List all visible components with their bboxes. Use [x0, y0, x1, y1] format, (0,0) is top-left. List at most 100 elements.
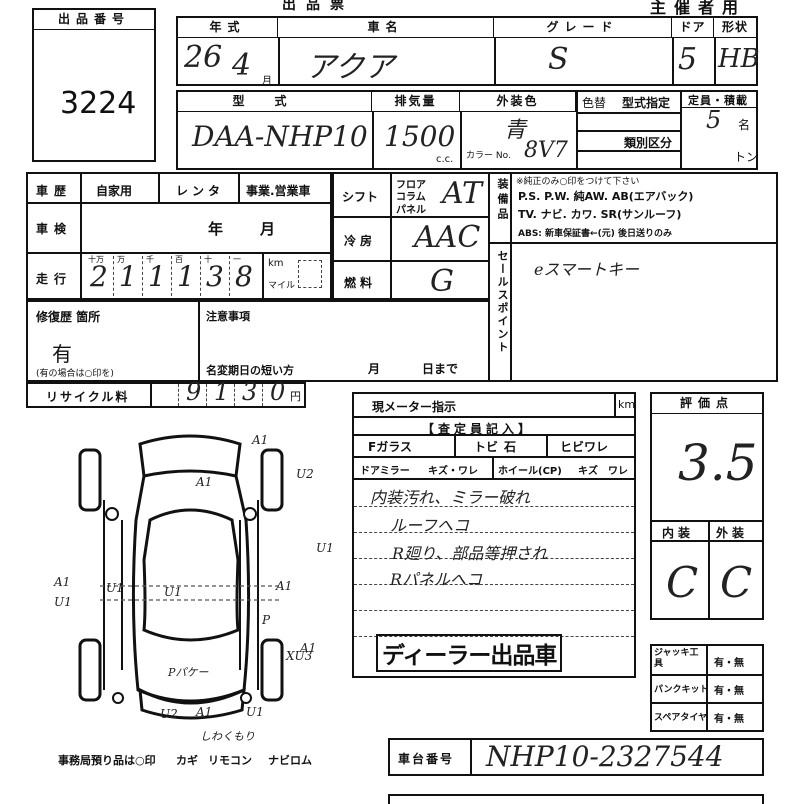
fuel-value: G — [430, 264, 454, 299]
recycle-digit: 1 — [214, 378, 230, 406]
grade-value: S — [548, 42, 569, 77]
caution-month-label: 月 — [368, 362, 381, 376]
inspector-block: 現メーター指示 km 【査定員記入】 Fガラス トビ 石 ヒビワレ ドアミラー … — [352, 392, 636, 678]
dealer-stamp: ディーラー出品車 — [376, 634, 563, 672]
shift-option-column: コラム — [396, 192, 426, 203]
recycle-digit: 3 — [242, 378, 258, 406]
rating-block: 評価点 3.5 内装 外装 C C — [650, 392, 764, 620]
chassis-block: 車台番号 NHP10-2327544 — [388, 738, 764, 776]
shift-value: AT — [442, 176, 483, 211]
model-value: DAA-NHP10 — [192, 120, 368, 153]
top-row: 年式 車名 グレード ドア 形状 26 4 月 アクア S 5 HB — [176, 16, 760, 87]
fglass-crack-label: ヒビワレ — [560, 440, 609, 454]
inspector-note-1: 内装汚れ、ミラー破れ — [370, 488, 531, 507]
category-label: 類別区分 — [624, 136, 673, 150]
body-outline — [131, 475, 251, 703]
mile-label: マイル — [268, 281, 296, 291]
displacement-label: 排気量 — [372, 92, 460, 112]
month-suffix: 月 — [262, 76, 272, 87]
wheel-scratch-label: キズ — [578, 466, 598, 477]
door-label: ドア — [672, 18, 714, 38]
inspection-month-label: 月 — [260, 220, 276, 238]
repaint-label: 色替 — [582, 96, 607, 110]
shape-value: HB — [718, 44, 760, 74]
mile-checkbox[interactable] — [298, 260, 322, 288]
wheel-crack-label: ワレ — [608, 466, 628, 477]
damage-mark: U1 — [164, 585, 182, 599]
fuel-label: 燃料 — [344, 276, 377, 290]
inspector-note-4: Rパネルへコ — [390, 570, 483, 589]
damage-mark: U2 — [296, 467, 314, 481]
inspection-year-label: 年 — [208, 220, 224, 238]
name-label: 車名 — [278, 18, 494, 38]
tool-puncture-label: パンクキット — [654, 685, 709, 695]
repair-note: (有の場合は○印を) — [36, 369, 114, 379]
damage-mark: U1 — [316, 541, 334, 555]
cabin-shape — [142, 508, 240, 642]
lot-number-box: 出品番号 3224 — [32, 8, 156, 162]
tool-jack-value: 有・無 — [714, 658, 744, 669]
sales-point-block: セールスポイント eスマートキー — [488, 242, 778, 382]
damage-mark: A1 — [299, 641, 316, 655]
bottom-table — [388, 794, 764, 804]
mileage-digit: 2 — [90, 260, 108, 293]
inspector-note-3: R廻り、部品等押され — [392, 544, 548, 563]
damage-mark: A1 — [195, 475, 212, 489]
shift-block: シフト フロア コラム パネル AT 冷房 AAC 燃料 G — [332, 172, 490, 300]
sales-point-label: セールスポイント — [496, 250, 509, 354]
type-designation-label: 型式指定 — [622, 96, 671, 110]
interior-label: 内装 — [662, 526, 695, 540]
fglass-chip-label: トビ — [474, 440, 499, 454]
caution-short-period-label: 名変期日の短い方 — [206, 364, 294, 377]
form-title-right: 主催者用 — [650, 0, 747, 17]
grade-label: グレード — [494, 18, 672, 38]
right-front-wheel — [260, 448, 284, 512]
equipment-line-2: TV. ナビ. カワ. SR(サンルーフ) — [518, 208, 682, 221]
office-item-remote: リモコン — [208, 754, 252, 767]
damage-mark: U1 — [246, 705, 264, 719]
damage-mark: P — [261, 613, 271, 627]
diagram-note: しわくもり — [200, 730, 255, 743]
tool-jack-label: ジャッキ工具 — [654, 648, 699, 669]
rating-value: 3.5 — [678, 434, 758, 492]
tool-spare-label: スペアタイヤ — [654, 713, 708, 723]
damage-mark: XU3 — [285, 649, 313, 663]
equipment-instruction: ※純正のみ○印をつけて下さい — [516, 177, 640, 187]
left-front-wheel — [78, 448, 102, 512]
damage-mark: A1 — [275, 579, 292, 593]
exterior-value: C — [720, 558, 753, 607]
inspector-title: 【査定員記入】 — [422, 422, 535, 436]
meter-label: 現メーター指示 — [372, 400, 457, 414]
color-no-label: カラー No. — [466, 151, 511, 161]
tool-spare-value: 有・無 — [714, 714, 744, 725]
mileage-digit: 8 — [235, 260, 253, 293]
mirror-label: ドアミラー — [360, 466, 410, 477]
history-option-rental: レンタ — [176, 184, 225, 198]
mileage-digit: 3 — [206, 260, 224, 293]
meter-unit: km — [618, 398, 636, 411]
form-title: 出品票 — [282, 0, 354, 13]
inspection-label: 車検 — [36, 222, 73, 236]
rear-bumper-shape — [138, 687, 246, 720]
repair-block: 修復歴 箇所 有 (有の場合は○印を) 注意事項 名変期日の短い方 月 日まで — [26, 300, 490, 382]
exterior-label: 外装 — [716, 526, 749, 540]
caution-label: 注意事項 — [206, 310, 250, 323]
damage-mark: A1 — [251, 433, 268, 447]
km-label: km — [268, 258, 284, 269]
office-label: 事務局預り品は○印 — [58, 754, 156, 767]
mileage-digit: 1 — [177, 260, 195, 293]
capacity-value: 5 — [706, 106, 722, 134]
year-value: 26 — [184, 40, 223, 75]
lot-number-value: 3224 — [60, 86, 137, 121]
fglass-stone-label: 石 — [504, 440, 517, 454]
front-roof-shape — [138, 434, 242, 478]
sales-point-value: eスマートキー — [534, 260, 639, 279]
aircon-label: 冷房 — [344, 234, 377, 248]
fglass-label: Fガラス — [368, 440, 412, 454]
model-label: 型式 — [178, 92, 372, 112]
recycle-label: リサイクル料 — [46, 390, 130, 404]
chassis-value: NHP10-2327544 — [486, 740, 724, 773]
